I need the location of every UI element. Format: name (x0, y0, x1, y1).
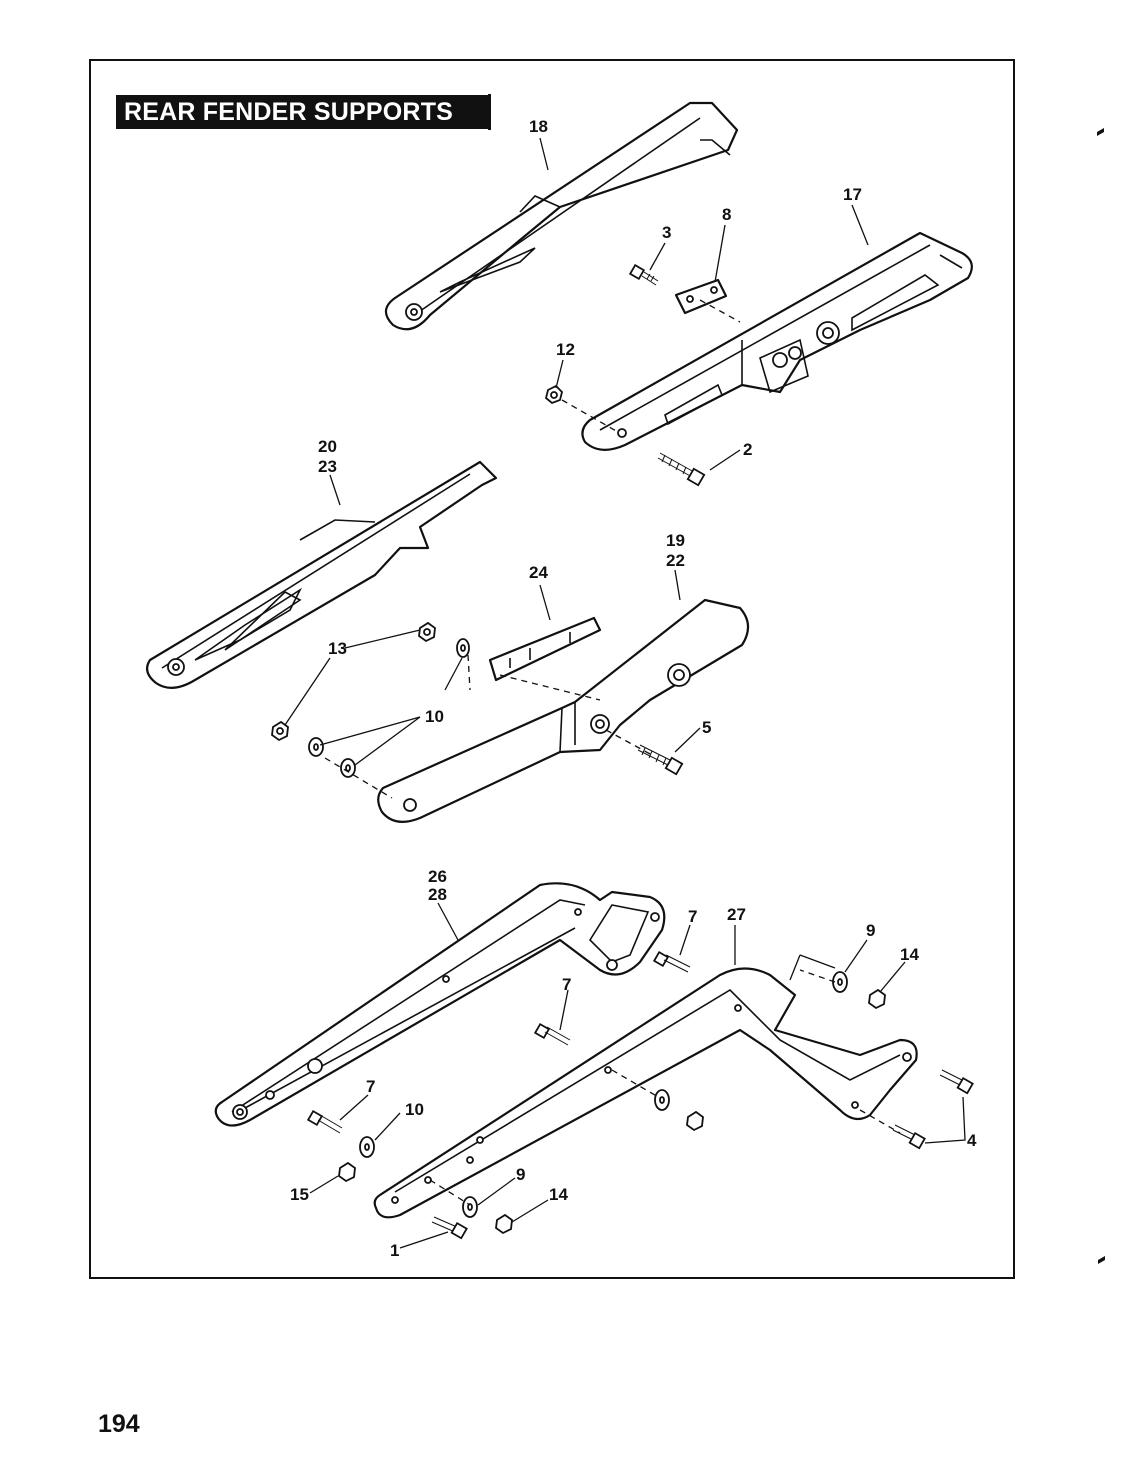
callout-8: 8 (722, 205, 731, 224)
callout-14: 14 (900, 945, 919, 964)
callout-22: 22 (666, 551, 685, 570)
part-3-bolt (628, 263, 659, 286)
callout-27: 27 (727, 905, 746, 924)
callout-17: 17 (843, 185, 862, 204)
part-19-22-support (377, 598, 750, 823)
part-1-4-bolts (431, 1069, 974, 1240)
callout-7: 7 (562, 975, 571, 994)
alignment-lines (324, 299, 901, 1206)
leader-lines (284, 137, 966, 1249)
page-title: REAR FENDER SUPPORTS (116, 95, 488, 129)
callout-12: 12 (556, 340, 575, 359)
callout-26: 26 (428, 867, 447, 886)
title-divider (488, 94, 491, 130)
callout-23: 23 (318, 457, 337, 476)
callout-14: 14 (549, 1185, 568, 1204)
callout-7: 7 (688, 907, 697, 926)
callout-9: 9 (516, 1165, 525, 1184)
callout-1: 1 (390, 1241, 399, 1260)
callout-9: 9 (866, 921, 875, 940)
part-12-nut (544, 384, 563, 405)
callout-20: 20 (318, 437, 337, 456)
part-14-15-nuts (338, 988, 886, 1235)
diagram-frame (89, 59, 1015, 1279)
callout-19: 19 (666, 531, 685, 550)
part-24-spacer (488, 616, 602, 682)
part-8-plate (674, 278, 728, 315)
part-26-28-support (214, 882, 666, 1127)
part-17-support (581, 231, 973, 451)
part-27-bracket (373, 967, 918, 1219)
part-2-bolt (657, 452, 706, 487)
callout-2: 2 (743, 440, 752, 459)
callout-7: 7 (366, 1077, 375, 1096)
callout-labels: 18 17 3 8 12 2 20 23 19 22 24 13 10 5 26… (290, 117, 977, 1260)
callout-24: 24 (529, 563, 548, 582)
part-10-washers (308, 638, 470, 778)
part-5-bolt (637, 744, 684, 776)
part-9-10-washers (359, 971, 848, 1218)
callout-28: 28 (428, 885, 447, 904)
callout-15: 15 (290, 1185, 309, 1204)
callout-5: 5 (702, 718, 711, 737)
callout-3: 3 (662, 223, 671, 242)
part-13-nuts (271, 621, 436, 742)
callout-18: 18 (529, 117, 548, 136)
part-20-23-support (145, 460, 498, 689)
callout-4: 4 (967, 1131, 977, 1150)
page-number: 194 (98, 1410, 140, 1438)
callout-10: 10 (425, 707, 444, 726)
part-7-bolts (306, 950, 691, 1134)
part-18-support (384, 101, 739, 331)
callout-13: 13 (328, 639, 347, 658)
callout-10: 10 (405, 1100, 424, 1119)
